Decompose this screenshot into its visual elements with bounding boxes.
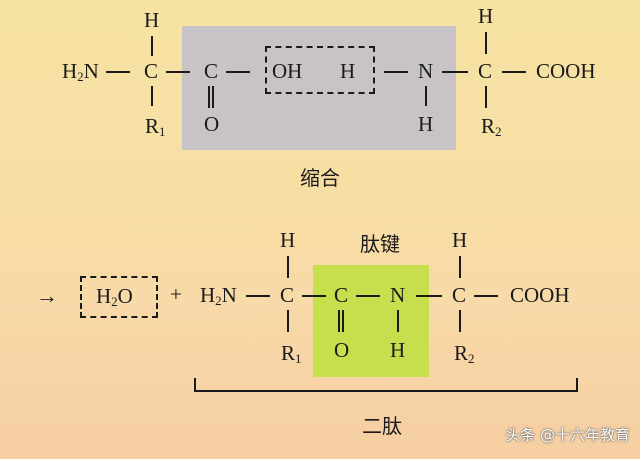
carbonyl-oxygen-1: O xyxy=(204,112,220,136)
dp-side-chain-r2: R2 xyxy=(454,341,475,366)
dp-carboxyl-group: COOH xyxy=(510,283,570,307)
bond-n-c1 xyxy=(106,71,130,73)
bond-c3-cooh xyxy=(502,71,526,73)
peptide-bond-region xyxy=(313,265,429,377)
dp-amide-nitrogen: N xyxy=(390,283,406,307)
plus-sign: + xyxy=(170,282,182,306)
double-bond-c-o-1 xyxy=(208,86,214,108)
bond-c3-h xyxy=(485,32,487,54)
dp-carbonyl-oxygen: O xyxy=(334,338,350,362)
bond-dp-c1-c2 xyxy=(302,295,326,297)
bond-dp-c1-r1 xyxy=(287,310,289,332)
alpha-carbon-1: C xyxy=(144,59,159,83)
bond-h-n xyxy=(384,71,408,73)
dp-alpha-h-1: H xyxy=(280,228,296,252)
bond-dp-n-c3 xyxy=(416,295,442,297)
alpha-h-1: H xyxy=(144,8,160,32)
carboxyl-carbon-1: C xyxy=(204,59,219,83)
bond-dp-c1-h xyxy=(287,256,289,278)
bond-c1-c2 xyxy=(166,71,190,73)
side-chain-r1: R1 xyxy=(145,114,166,139)
dp-double-bond-c-o xyxy=(338,310,344,332)
alpha-carbon-2: C xyxy=(478,59,493,83)
dp-amide-hydrogen: H xyxy=(390,338,406,362)
water-box xyxy=(80,276,158,318)
carboxyl-group-2: COOH xyxy=(536,59,596,83)
bond-dp-n-h xyxy=(397,310,399,332)
amino-h-2: H xyxy=(418,112,434,136)
amino-hydrogen: H xyxy=(340,59,356,83)
bond-n-h xyxy=(425,86,427,106)
bracket-right-tick xyxy=(576,378,578,392)
water-molecule: H2O xyxy=(96,284,133,309)
alpha-h-2: H xyxy=(478,4,494,28)
dipeptide-bracket xyxy=(194,390,578,392)
bond-peptide-c-n xyxy=(356,295,380,297)
dipeptide-label: 二肽 xyxy=(362,414,402,438)
bond-c2-oh xyxy=(226,71,250,73)
watermark: 头条 @十六年教育 xyxy=(505,426,630,444)
dp-alpha-carbon-1: C xyxy=(280,283,295,307)
water-removal-box xyxy=(265,46,375,94)
bond-dp-c3-cooh xyxy=(474,295,498,297)
bracket-left-tick xyxy=(194,378,196,392)
dp-carbonyl-carbon: C xyxy=(334,283,349,307)
dp-alpha-carbon-2: C xyxy=(452,283,467,307)
bond-n-c3 xyxy=(442,71,468,73)
amino-group-1: H2N xyxy=(62,59,99,84)
amino-nitrogen-2: N xyxy=(418,59,434,83)
bond-dp-c3-r2 xyxy=(459,310,461,332)
reaction-arrow: → xyxy=(36,283,58,308)
bond-dp-c3-h xyxy=(459,256,461,278)
dp-side-chain-r1: R1 xyxy=(281,341,302,366)
amino-group-dipeptide: H2N xyxy=(200,283,237,308)
peptide-bond-label: 肽键 xyxy=(360,232,400,256)
bond-dp-n-c1 xyxy=(246,295,270,297)
dp-alpha-h-2: H xyxy=(452,228,468,252)
bond-c3-r2 xyxy=(485,86,487,108)
hydroxyl-group: OH xyxy=(272,59,303,83)
bond-c1-r1 xyxy=(151,86,153,106)
bond-c1-h xyxy=(151,36,153,56)
side-chain-r2: R2 xyxy=(481,114,502,139)
condensation-label: 缩合 xyxy=(300,166,340,190)
